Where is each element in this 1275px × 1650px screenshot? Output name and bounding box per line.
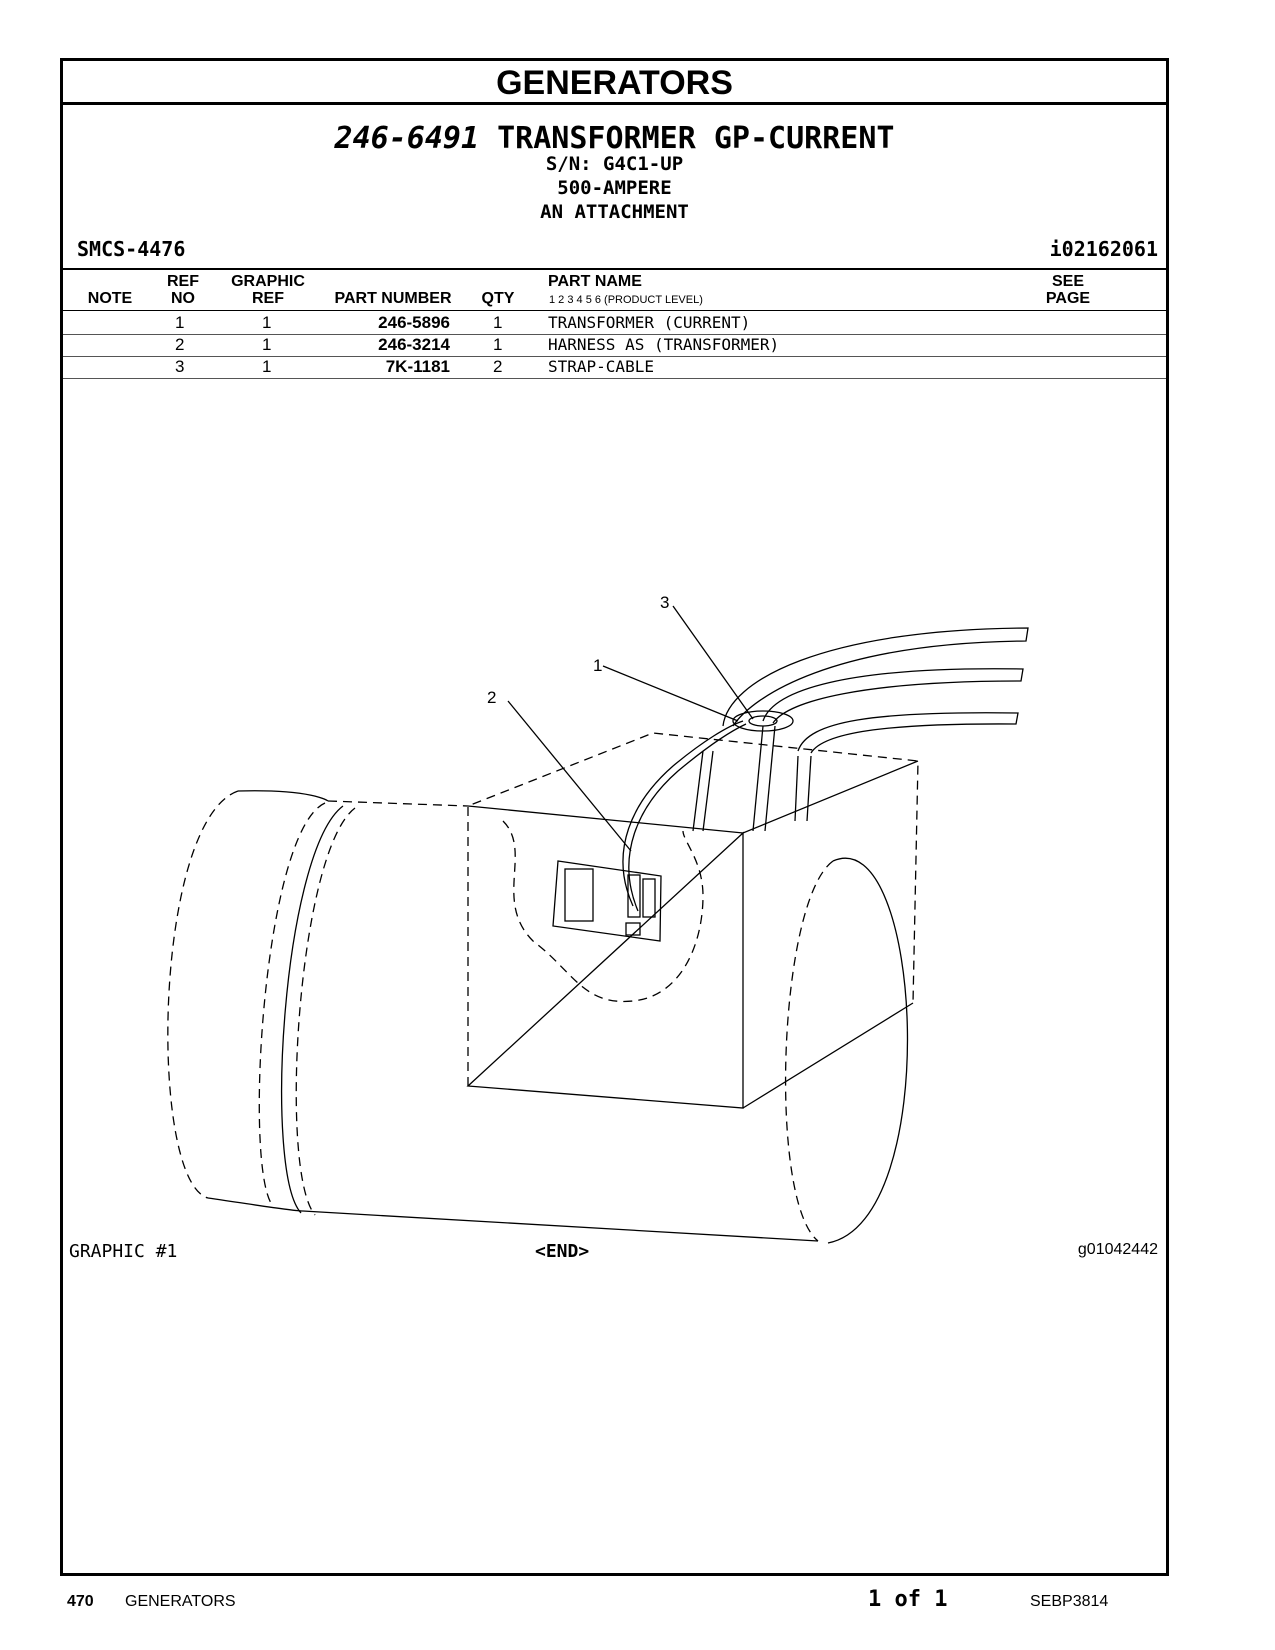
col-product-level: 1 2 3 4 5 6 (PRODUCT LEVEL): [549, 294, 703, 306]
end-marker: <END>: [535, 1241, 590, 1262]
col-qty: QTY: [481, 290, 515, 307]
callout-3: 3: [660, 593, 669, 612]
attachment-note: AN ATTACHMENT: [540, 201, 689, 223]
row-rule: [63, 334, 1166, 335]
col-part-number: PART NUMBER: [334, 290, 452, 307]
page-frame: GENERATORS 246-6491 TRANSFORMER GP-CURRE…: [60, 58, 1169, 1576]
part-number: 246-3214: [378, 335, 450, 354]
part-name: TRANSFORMER (CURRENT): [548, 313, 751, 332]
graphic-label: GRAPHIC #1: [69, 1241, 178, 1262]
smcs-code: SMCS-4476: [77, 237, 186, 261]
serial-number: S/N: G4C1-UP: [545, 153, 684, 175]
footer-section: GENERATORS: [125, 1593, 236, 1610]
page-number: 470: [67, 1593, 94, 1610]
col-note: NOTE: [87, 290, 133, 307]
group-name: TRANSFORMER GP-CURRENT: [497, 121, 895, 156]
callout-1: 1: [593, 656, 602, 675]
section-title: GENERATORS: [63, 61, 1166, 105]
table-header-rule: [63, 310, 1166, 311]
row-rule: [63, 356, 1166, 357]
doc-number: SEBP3814: [1030, 1593, 1109, 1610]
part-name: STRAP-CABLE: [548, 357, 654, 376]
document-ident: i02162061: [1049, 237, 1158, 261]
col-part-name: PART NAME: [548, 273, 642, 290]
header-divider: [63, 268, 1166, 270]
callout-2: 2: [487, 688, 496, 707]
group-number: 246-6491: [334, 121, 480, 156]
part-number: 7K-1181: [385, 357, 450, 376]
group-title: 246-6491 TRANSFORMER GP-CURRENT: [63, 121, 1166, 156]
parts-illustration: 1 2 3: [167, 593, 1029, 1244]
part-name: HARNESS AS (TRANSFORMER): [548, 335, 780, 354]
part-number: 246-5896: [378, 313, 450, 332]
rating: 500-AMPERE: [557, 177, 672, 199]
row-rule: [63, 378, 1166, 379]
graphic-id: g01042442: [1077, 1241, 1158, 1258]
page-of: 1 of 1: [868, 1587, 948, 1612]
